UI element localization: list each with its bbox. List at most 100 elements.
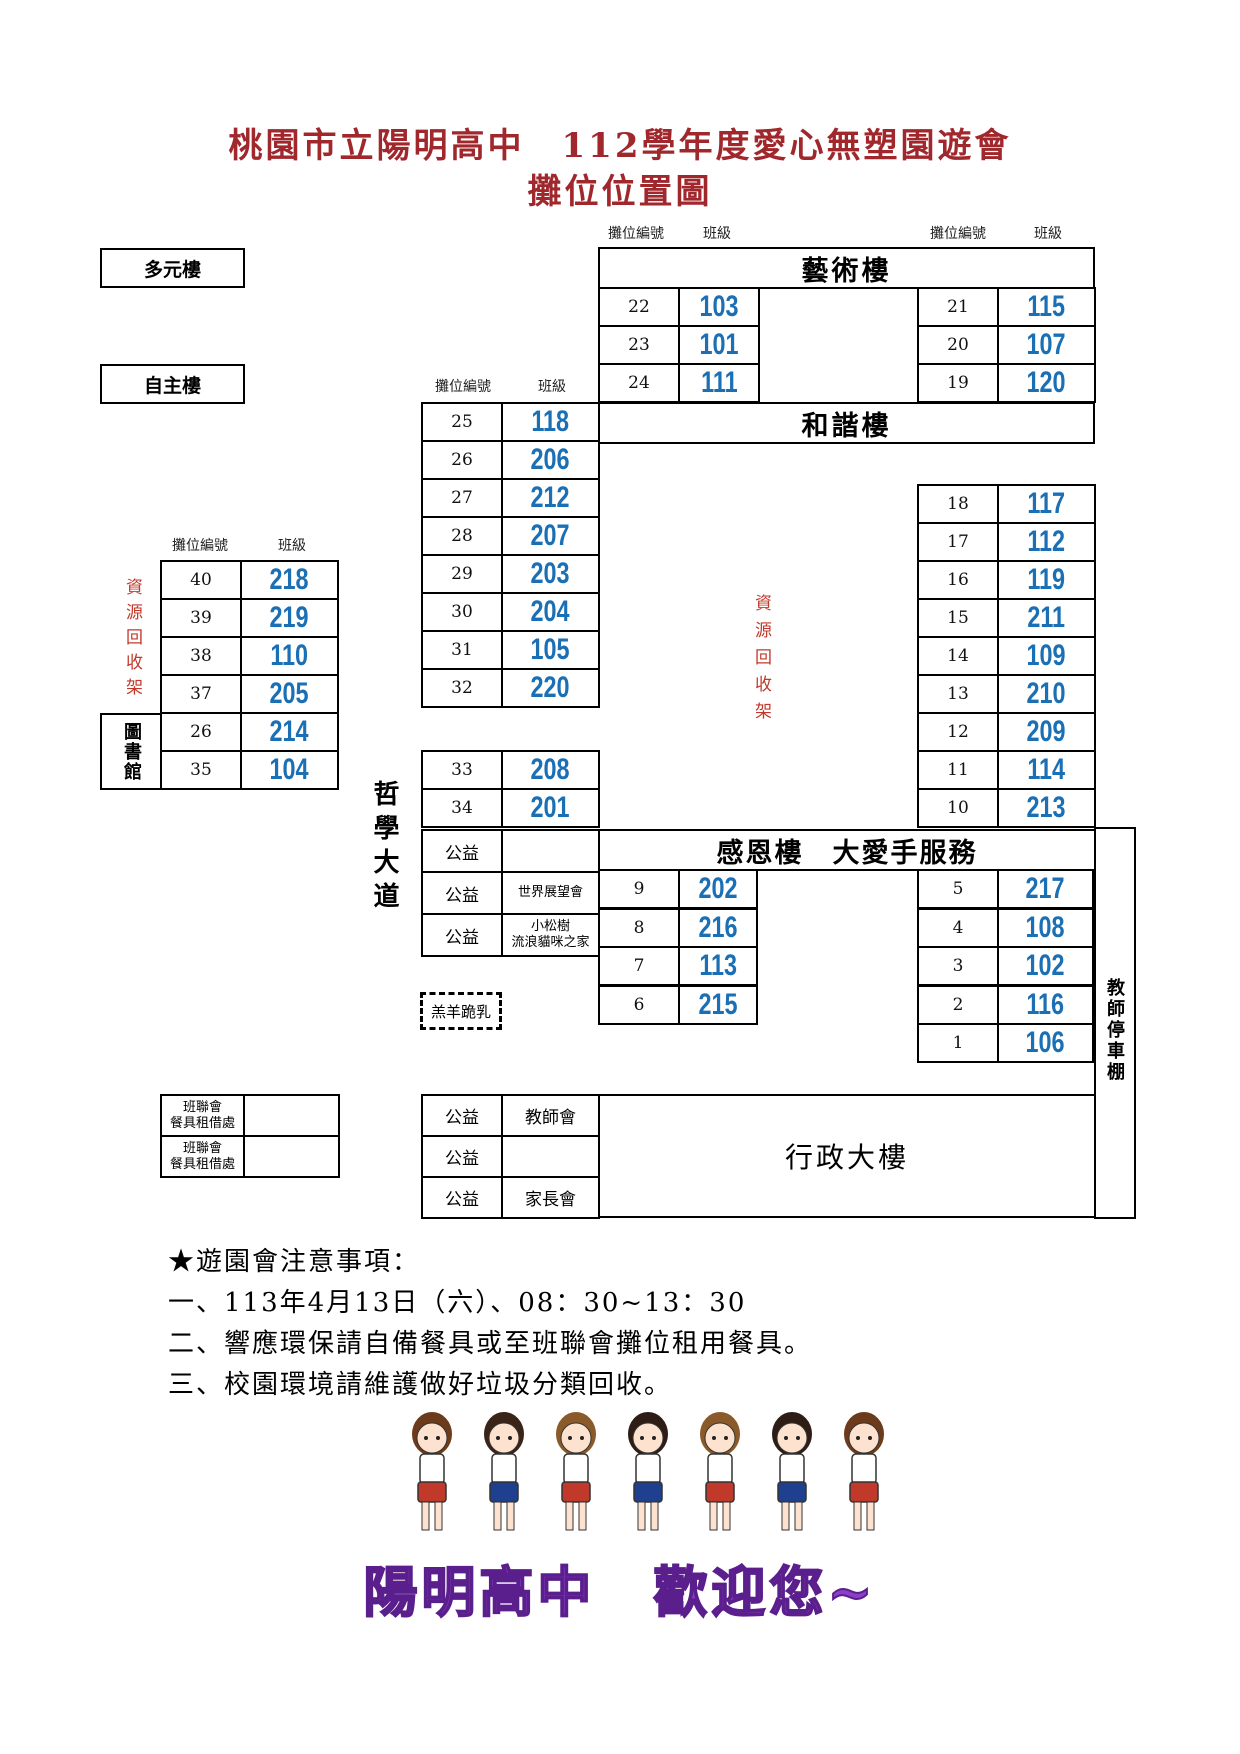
stall-number: 22: [598, 287, 680, 327]
note-item: 三、校園環境請維護做好垃圾分類回收。: [168, 1370, 673, 1400]
stall-number: 33: [421, 750, 503, 790]
stall-number: 2: [917, 984, 999, 1025]
stall-class: 117: [997, 484, 1096, 524]
stall-number: 18: [917, 484, 999, 524]
club-tableware-label: 班聯會 餐具租借處: [160, 1094, 245, 1137]
club-tableware-label: 班聯會 餐具租借處: [160, 1135, 245, 1178]
stall-class: 213: [997, 788, 1096, 828]
header-stall-no: 攤位編號: [930, 226, 986, 242]
stall-number: 37: [160, 674, 242, 714]
stall-class: 114: [997, 750, 1096, 790]
note-item: 二、響應環保請自備餐具或至班聯會攤位租用餐具。: [168, 1329, 813, 1359]
teacher-parking: [1094, 827, 1136, 1219]
stall-class: 204: [501, 592, 600, 632]
stall-number: 40: [160, 560, 242, 600]
stall-class: 212: [501, 478, 600, 518]
stall-class: 105: [501, 630, 600, 670]
mascot-figure: [700, 1412, 740, 1531]
header-stall-no: 攤位編號: [435, 379, 491, 395]
header-class: 班級: [278, 538, 306, 554]
building-xingzheng-label: 行政大樓: [784, 1141, 909, 1174]
stall-number: 25: [421, 402, 503, 442]
stall-number: 13: [917, 674, 999, 714]
building-ganen: 感恩樓 大愛手服務: [598, 829, 1096, 871]
stall-class: 111: [678, 363, 760, 403]
stall-number: 12: [917, 712, 999, 752]
mascot-figure: [628, 1412, 668, 1531]
stall-number: 23: [598, 325, 680, 365]
stall-number: 27: [421, 478, 503, 518]
stall-number: 4: [917, 907, 999, 948]
club-tableware-slot: [243, 1135, 340, 1178]
stall-class: 206: [501, 440, 600, 480]
stall-number: 8: [598, 907, 680, 948]
stall-number: 6: [598, 984, 680, 1025]
stall-class: 110: [240, 636, 339, 676]
stall-number: 31: [421, 630, 503, 670]
header-stall-no: 攤位編號: [172, 538, 228, 554]
mascot-figure: [484, 1412, 524, 1531]
stall-class: 210: [997, 674, 1096, 714]
stall-number: 16: [917, 560, 999, 600]
stall-class: 116: [997, 984, 1094, 1025]
club-tableware-slot: [243, 1094, 340, 1137]
stall-class: 118: [501, 402, 600, 442]
stall-class: 215: [678, 984, 758, 1025]
stall-class: 220: [501, 668, 600, 708]
stall-class: 211: [997, 598, 1096, 638]
mascot-figure: [772, 1412, 812, 1531]
stall-number: 1: [917, 1023, 999, 1063]
stall-class: 214: [240, 712, 339, 752]
stall-class: 201: [501, 788, 600, 828]
notes: ★遊園會注意事項： 一、113年4月13日（六）、08：30~13：30 二、響…: [168, 1242, 812, 1406]
philosophy-avenue: 哲學大道: [369, 780, 399, 916]
page-subtitle: 攤位位置圖: [527, 172, 713, 212]
stall-number: 26: [160, 712, 242, 752]
public-label: 公益: [421, 1094, 503, 1137]
stall-number: 39: [160, 598, 242, 638]
public-org: [501, 829, 600, 873]
header-class: 班級: [538, 379, 566, 395]
stall-class: 217: [997, 869, 1094, 909]
stall-number: 29: [421, 554, 503, 594]
stall-class: 219: [240, 598, 339, 638]
public-org: 小松樹 流浪貓咪之家: [501, 913, 600, 957]
stall-number: 24: [598, 363, 680, 403]
stall-class: 202: [678, 869, 758, 909]
stall-number: 10: [917, 788, 999, 828]
stall-class: 106: [997, 1023, 1094, 1063]
header-class: 班級: [703, 226, 731, 242]
stall-number: 9: [598, 869, 680, 909]
stall-number: 14: [917, 636, 999, 676]
note-item: 一、113年4月13日（六）、08：30~13：30: [168, 1288, 747, 1318]
building-zizhu: 自主樓: [100, 364, 245, 404]
stall-number: 21: [917, 287, 999, 327]
building-duoyuan: 多元樓: [100, 248, 245, 288]
header-stall-no: 攤位編號: [608, 226, 664, 242]
stall-class: 104: [240, 750, 339, 790]
stall-class: 203: [501, 554, 600, 594]
stall-number: 17: [917, 522, 999, 562]
recycle-rack-center: 資源回收架: [751, 594, 771, 729]
stall-class: 216: [678, 907, 758, 948]
stall-number: 35: [160, 750, 242, 790]
stall-number: 11: [917, 750, 999, 790]
stall-class: 120: [997, 363, 1096, 403]
mascot-figure: [844, 1412, 884, 1531]
stall-number: 20: [917, 325, 999, 365]
public-label: 公益: [421, 871, 503, 915]
public-label: 公益: [421, 913, 503, 957]
stall-class: 218: [240, 560, 339, 600]
stall-class: 101: [678, 325, 760, 365]
building-xingzheng: 行政大樓: [598, 1094, 1096, 1218]
header-class: 班級: [1034, 226, 1062, 242]
public-label: 公益: [421, 1135, 503, 1178]
stall-number: 5: [917, 869, 999, 909]
stall-class: 207: [501, 516, 600, 556]
stall-number: 28: [421, 516, 503, 556]
stall-number: 19: [917, 363, 999, 403]
goat-stall: 羔羊跪乳: [420, 992, 502, 1030]
stall-class: 205: [240, 674, 339, 714]
stall-class: 103: [678, 287, 760, 327]
stall-class: 209: [997, 712, 1096, 752]
